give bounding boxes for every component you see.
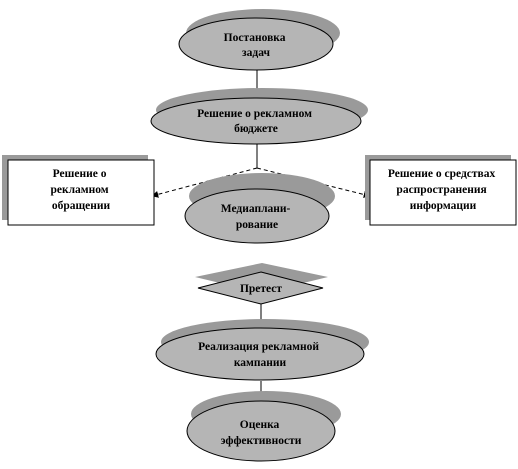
node-evaluation-text: Оценка эффективности [221,419,302,447]
node-media-planning-text: Медиаплани- рование [221,203,293,231]
node-media-planning: Медиаплани- рование [184,173,335,244]
node-message: Решение о рекламном обращении [2,155,155,226]
node-message-text: Решение о рекламном обращении [50,168,111,212]
node-budget-text: Решение о рекламном бюджете [197,108,315,135]
node-media-means: Решение о средствах распространения инфо… [365,155,517,226]
node-problem: Постановка задач [178,9,340,71]
node-campaign: Реализация рекламной кампании [155,319,369,381]
node-pretest: Претест [195,263,328,305]
node-pretest-text: Претест [240,283,282,295]
node-problem-text: Постановка задач [224,32,289,59]
node-budget: Решение о рекламном бюджете [150,88,368,145]
node-evaluation: Оценка эффективности [186,391,341,462]
node-media-means-text: Решение о средствах распространения инфо… [388,168,498,212]
node-campaign-text: Реализация рекламной кампании [198,341,322,369]
